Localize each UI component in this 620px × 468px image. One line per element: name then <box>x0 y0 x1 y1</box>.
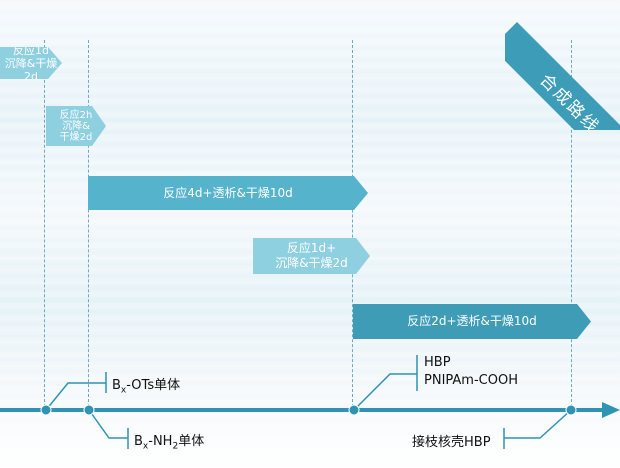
timeline-node-4 <box>565 404 577 416</box>
connector-bx-nh2 <box>88 409 128 439</box>
guide-line-1 <box>44 40 45 412</box>
label-bx-ots: Bx-OTs单体 <box>112 374 180 396</box>
guide-line-4 <box>571 40 572 412</box>
step-4-line-1: 反应1d+ <box>286 241 337 255</box>
step-5-text: 反应2d+透析&干燥10d <box>407 314 537 328</box>
connector-graft <box>504 409 572 439</box>
timeline-node-1 <box>40 404 52 416</box>
label-bx-ots-b: B <box>112 378 121 393</box>
step-arrow-4: 反应1d+沉降&干燥2d <box>253 238 370 274</box>
label-bx-nh2-mid: -NH <box>148 434 173 449</box>
guide-line-3 <box>352 40 353 412</box>
label-bx-nh2-sub2: 2 <box>172 441 179 452</box>
guide-line-2 <box>88 40 89 412</box>
corner-ribbon: 合成路线 <box>505 0 620 130</box>
label-graft: 接枝核壳HBP <box>412 435 491 450</box>
step-3-text: 反应4d+透析&干燥10d <box>163 185 293 200</box>
timeline-node-2 <box>83 404 95 416</box>
step-2-line-3: 干燥2d <box>59 131 93 143</box>
step-arrow-5: 反应2d+透析&干燥10d <box>353 304 591 339</box>
step-2-line-2: 沉降& <box>62 120 90 132</box>
label-bx-ots-rest: -OTs单体 <box>126 378 181 393</box>
label-pnipam: PNIPAm-COOH <box>424 373 518 388</box>
label-bx-nh2-sub: x <box>142 441 149 452</box>
corner-title: 合成路线 <box>505 22 620 130</box>
step-2-line-1: 反应2h <box>59 109 93 121</box>
timeline-node-3 <box>348 404 360 416</box>
timeline-arrowhead <box>602 402 620 418</box>
label-bx-nh2-rest: 单体 <box>178 434 205 449</box>
label-bx-nh2: Bx-NH2单体 <box>134 430 204 452</box>
label-hbp: HBP <box>424 355 451 370</box>
connector-bx-ots <box>45 382 106 411</box>
step-4-line-2: 沉降&干燥2d <box>275 256 348 270</box>
label-bx-nh2-b: B <box>134 434 143 449</box>
step-arrow-3: 反应4d+透析&干燥10d <box>88 176 368 210</box>
connector-hbp <box>353 373 417 411</box>
label-bx-ots-sub: x <box>120 385 127 396</box>
